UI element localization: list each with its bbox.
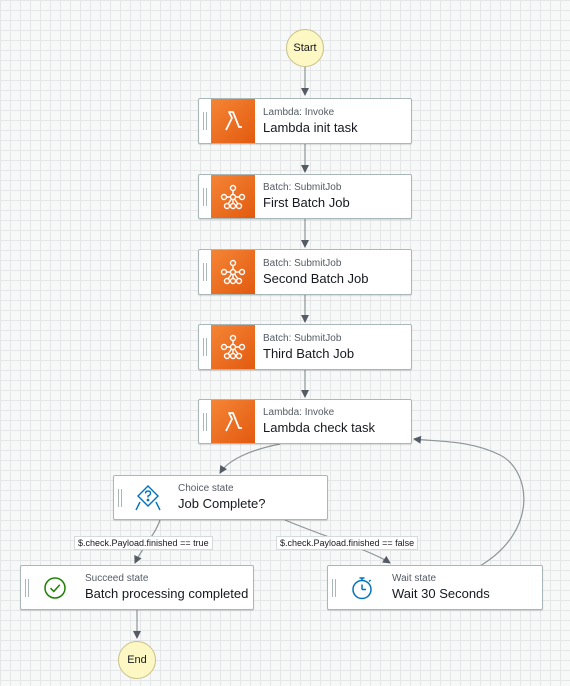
state-first-batch-job[interactable]: Batch: SubmitJob First Batch Job <box>198 174 412 219</box>
state-type-label: Choice state <box>178 483 234 494</box>
edge-wait-to-lambda-check <box>413 435 525 567</box>
drag-handle[interactable] <box>199 400 211 443</box>
state-wait-30-seconds[interactable]: Wait state Wait 30 Seconds <box>327 565 543 610</box>
state-name: Batch processing completed <box>85 586 249 601</box>
end-label: End <box>127 654 147 666</box>
start-label: Start <box>293 42 317 54</box>
start-node[interactable]: Start <box>286 29 324 67</box>
lambda-icon <box>211 400 255 443</box>
drag-handle[interactable] <box>199 99 211 143</box>
state-name: Third Batch Job <box>263 345 355 361</box>
state-name: Job Complete? <box>178 496 266 511</box>
state-job-complete-choice[interactable]: Choice state Job Complete? <box>113 475 328 520</box>
state-name: Wait 30 Seconds <box>392 586 490 601</box>
choice-icon <box>126 476 170 519</box>
edge-label-finished-false: $.check.Payload.finished == false <box>276 536 419 550</box>
drag-handle[interactable] <box>199 175 211 218</box>
drag-handle[interactable] <box>199 325 211 369</box>
edge-label-finished-true: $.check.Payload.finished == true <box>74 536 213 550</box>
batch-icon <box>211 175 255 218</box>
state-type-label: Succeed state <box>85 573 149 584</box>
state-type-label: Wait state <box>392 573 437 584</box>
drag-handle[interactable] <box>328 566 340 609</box>
drag-handle[interactable] <box>199 250 211 294</box>
edge-lambda-check-to-choice <box>219 443 281 474</box>
end-node[interactable]: End <box>118 641 156 679</box>
batch-icon <box>211 325 255 369</box>
drag-handle[interactable] <box>21 566 33 609</box>
state-type-label: Batch: SubmitJob <box>263 332 342 344</box>
lambda-icon <box>211 99 255 143</box>
state-type-label: Lambda: Invoke <box>263 407 335 418</box>
state-lambda-init-task[interactable]: Lambda: Invoke Lambda init task <box>198 98 412 144</box>
state-type-label: Batch: SubmitJob <box>263 257 342 269</box>
state-name: Lambda check task <box>263 420 376 435</box>
state-name: First Batch Job <box>263 195 350 210</box>
state-type-label: Lambda: Invoke <box>263 106 335 118</box>
state-second-batch-job[interactable]: Batch: SubmitJob Second Batch Job <box>198 249 412 295</box>
drag-handle[interactable] <box>114 476 126 519</box>
stopwatch-icon <box>340 566 384 609</box>
state-third-batch-job[interactable]: Batch: SubmitJob Third Batch Job <box>198 324 412 370</box>
batch-icon <box>211 250 255 294</box>
state-type-label: Batch: SubmitJob <box>263 182 342 193</box>
state-batch-processing-completed[interactable]: Succeed state Batch processing completed <box>20 565 254 610</box>
checkmark-icon <box>33 566 77 609</box>
state-lambda-check-task[interactable]: Lambda: Invoke Lambda check task <box>198 399 412 444</box>
state-name: Lambda init task <box>263 119 358 135</box>
state-name: Second Batch Job <box>263 270 369 286</box>
